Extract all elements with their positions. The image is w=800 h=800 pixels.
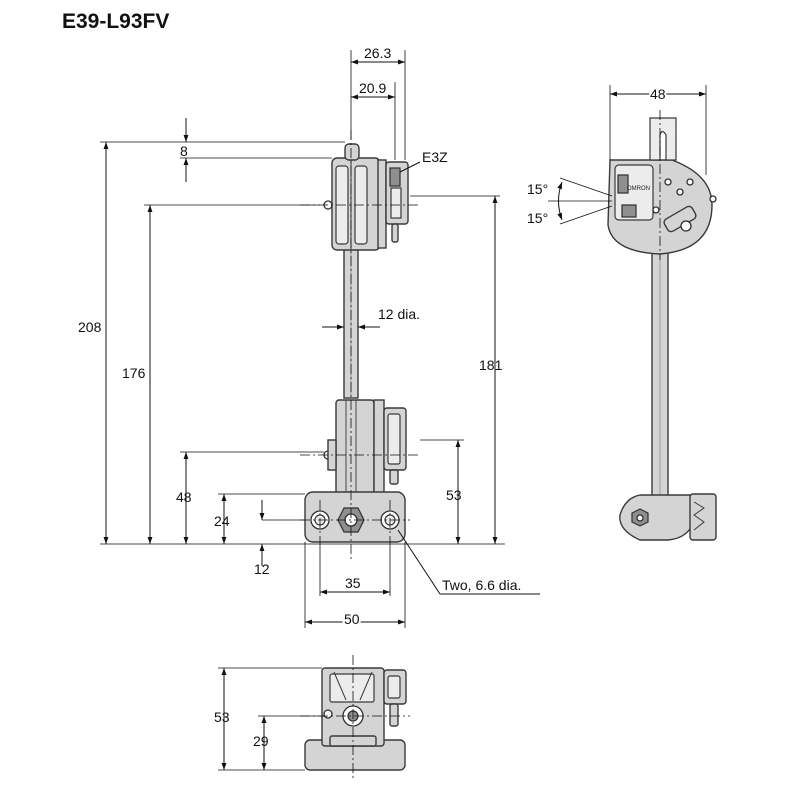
dim-side-48-label: 48 <box>650 86 666 102</box>
dim-208-label: 208 <box>78 319 102 335</box>
brand-mark: OMRON <box>627 186 650 192</box>
base-plate <box>304 491 406 543</box>
angle-lower-label: 15° <box>527 210 548 226</box>
dim-20-9-label: 20.9 <box>359 80 386 96</box>
dim-48-label: 48 <box>176 489 192 505</box>
dim-rod-label: 12 dia. <box>378 306 420 322</box>
angle-upper-label: 15° <box>527 181 548 197</box>
dim-mount-29-label: 29 <box>253 733 269 749</box>
dim-26-3-label: 26.3 <box>364 45 391 61</box>
dim-8-label: 8 <box>180 143 188 159</box>
side-view: OMRON 48 15° 15° <box>527 84 717 541</box>
dim-35-label: 35 <box>345 575 361 591</box>
rod-clamp <box>323 399 407 497</box>
drawing-title: E39-L93FV <box>62 10 169 33</box>
dim-12-label: 12 <box>254 561 270 577</box>
mount-view: 53 29 <box>214 655 410 780</box>
dim-50-label: 50 <box>344 611 360 627</box>
sensor-label: E3Z <box>422 149 448 165</box>
holes-label: Two, 6.6 dia. <box>442 577 521 593</box>
front-view: 26.3 20.9 E3Z 8 208 176 12 dia. 181 48 2… <box>78 45 540 629</box>
dim-24-label: 24 <box>214 513 230 529</box>
dim-mount-53-label: 53 <box>214 709 230 725</box>
dim-53-label: 53 <box>446 487 462 503</box>
side-base <box>619 494 696 541</box>
dim-176-label: 176 <box>122 365 146 381</box>
dim-181-label: 181 <box>479 357 503 373</box>
